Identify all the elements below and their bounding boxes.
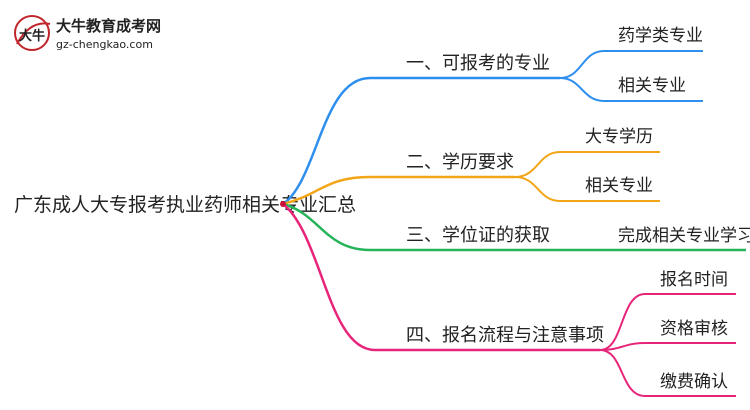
branch-3-leaf-1: 完成相关专业学习	[618, 226, 750, 246]
branch-2-label: 二、学历要求	[406, 152, 514, 173]
root-junction-dot	[280, 201, 286, 207]
branch-4-leaf-3: 缴费确认	[660, 372, 728, 392]
branch-2-leaf-2: 相关专业	[585, 176, 653, 196]
logo-mark-swoosh	[16, 22, 51, 45]
logo: 大牛 大牛教育成考网 gz-chengkao.com	[14, 15, 161, 51]
branch-3-connector	[282, 202, 371, 252]
root-topic: 广东成人大专报考执业药师相关专业汇总	[14, 194, 356, 216]
branch-2: 二、学历要求 大专学历 相关专业	[282, 127, 660, 206]
branch-3-label: 三、学位证的获取	[406, 225, 550, 246]
branch-2-leaf-2-connector	[514, 176, 561, 202]
branch-2-connector	[282, 175, 371, 206]
branch-4-leaf-2-connector	[599, 342, 646, 351]
branch-2-leaf-1-connector	[514, 151, 561, 178]
branch-1-leaf-2-connector	[559, 77, 605, 102]
branch-4-connector	[282, 203, 376, 352]
branch-3: 三、学位证的获取 完成相关专业学习	[282, 202, 750, 252]
logo-mark-icon	[14, 15, 50, 51]
branch-1: 一、可报考的专业 药学类专业 相关专业	[282, 26, 703, 206]
logo-mark-text: 大牛	[19, 28, 45, 44]
branch-1-connector	[282, 76, 371, 206]
branch-1-leaf-1: 药学类专业	[618, 26, 703, 46]
branch-2-leaf-1: 大专学历	[585, 127, 653, 147]
logo-url: gz-chengkao.com	[56, 38, 153, 51]
branch-4-leaf-1: 报名时间	[660, 270, 728, 290]
branch-4: 四、报名流程与注意事项 报名时间 资格审核 缴费确认	[282, 203, 736, 397]
branch-4-leaf-3-connector	[599, 349, 646, 397]
branch-1-leaf-1-connector	[559, 50, 605, 79]
branch-4-leaf-1-connector	[599, 293, 646, 351]
branch-1-label: 一、可报考的专业	[406, 53, 550, 74]
branch-4-leaf-2: 资格审核	[660, 319, 728, 339]
branch-1-leaf-2: 相关专业	[618, 76, 686, 96]
logo-name: 大牛教育成考网	[56, 17, 161, 35]
branch-4-label: 四、报名流程与注意事项	[406, 325, 604, 346]
